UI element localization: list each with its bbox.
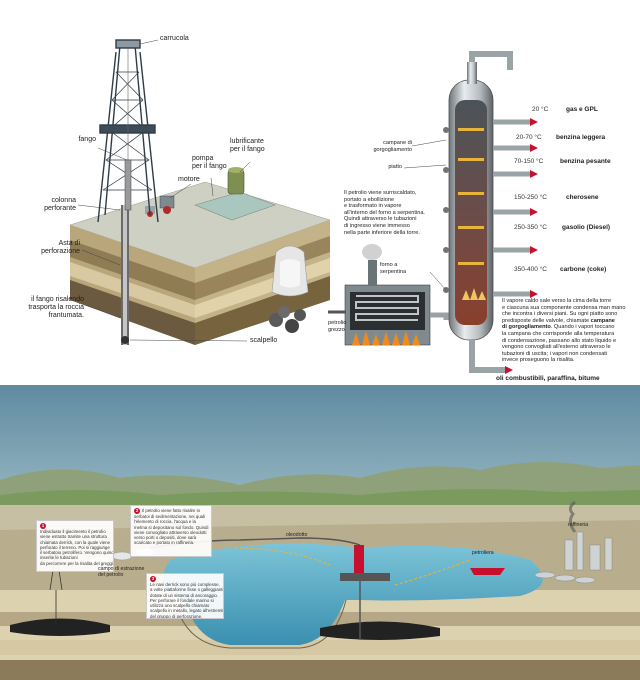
distillation-column (443, 51, 530, 373)
fraction-name-3: benzina pesante (560, 158, 611, 165)
fraction-arrows (505, 118, 538, 374)
fraction-temp-3: 70-150 °C (514, 158, 544, 165)
drill-bit-illustration (269, 245, 309, 333)
label-raffineria: raffineria (568, 522, 589, 528)
label-pompa: pompa per il fango (192, 155, 227, 170)
label-colonna-perforante: colonna perforante (44, 197, 76, 212)
fraction-temp-6: 350-400 °C (514, 266, 547, 273)
fraction-name-1: gas e GPL (566, 106, 598, 113)
fraction-temp-4: 150-250 °C (514, 194, 547, 201)
label-piatto: piatto (388, 164, 402, 170)
fraction-temp-1: 20 °C (532, 106, 549, 113)
fraction-temp-5: 250-350 °C (514, 224, 547, 231)
label-petrolio-grezzo: petrolio grezzo (328, 320, 347, 333)
rig-leader-lines (77, 39, 251, 342)
tower-leader-lines (403, 139, 447, 291)
landscape-panel (0, 385, 640, 680)
fraction-name-2: benzina leggera (556, 134, 606, 141)
label-fango: fango (78, 136, 96, 143)
label-petroliera: petroliera (472, 550, 494, 556)
info-box-1: 1Individuato il giacimento il petrolio v… (36, 520, 114, 572)
label-asta-perforazione: Asta di perforazione (41, 240, 80, 255)
tower-description-left: Il petrolio viene surriscaldato, portato… (344, 190, 425, 236)
info-box-3: 3Le navi derrick sono più complesse, a v… (146, 573, 224, 619)
derrick-tower (97, 39, 159, 223)
step-2-badge: 2 (134, 508, 140, 514)
label-campo: campo di estrazione del petrolio (98, 566, 145, 578)
label-petrolio-right: petrolio (372, 622, 390, 628)
step-1-badge: 1 (40, 523, 46, 529)
step-3-badge: 3 (150, 576, 156, 582)
mud-pit (194, 167, 276, 221)
fraction-name-4: cherosene (566, 194, 599, 201)
label-petrolio-left: petrolio (54, 619, 72, 625)
label-fango-risalendo: il fango risalendo trasporta la roccia f… (28, 296, 84, 319)
label-motore: motore (178, 176, 200, 183)
fraction-name-5: gasolio (Diesel) (562, 224, 611, 231)
fraction-temp-2: 20-70 °C (516, 134, 542, 141)
label-forno: forno a serpentina (380, 262, 407, 275)
fraction-name-6: carbone (coke) (560, 266, 607, 273)
label-carrucola: carrucola (160, 35, 189, 42)
furnace (328, 244, 449, 346)
tower-description-right: Il vapore caldo sale verso la cima della… (502, 298, 626, 364)
label-oleodotto: oleodotto (286, 532, 308, 538)
fraction-bottom: oli combustibili, paraffina, bitume (496, 375, 600, 382)
label-scalpello: scalpello (250, 337, 278, 344)
label-lubrificante: lubrificante per il fango (230, 138, 265, 153)
label-campane: campane di gorgogliamento (373, 140, 412, 153)
